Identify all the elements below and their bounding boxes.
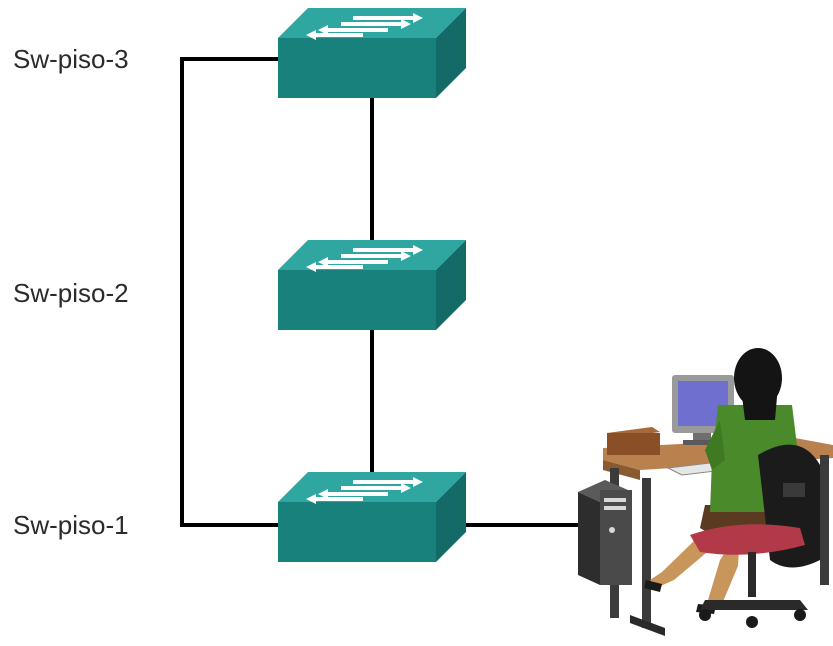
cable-sw3-sw1 [180, 57, 280, 527]
switch-label-sw-piso-3: Sw-piso-3 [13, 44, 129, 74]
office-chair [690, 444, 820, 628]
switch-icon [278, 472, 466, 562]
switch-sw-piso-1: Sw-piso-1 [13, 472, 466, 562]
cables [180, 57, 585, 527]
switch-icon [278, 240, 466, 330]
switch-icon [278, 8, 466, 98]
user-at-desk-icon [578, 348, 833, 636]
switch-sw-piso-2: Sw-piso-2 [13, 240, 466, 330]
switch-sw-piso-3: Sw-piso-3 [13, 8, 466, 98]
pc-tower [578, 480, 632, 585]
switch-label-sw-piso-2: Sw-piso-2 [13, 278, 129, 308]
switch-label-sw-piso-1: Sw-piso-1 [13, 510, 129, 540]
